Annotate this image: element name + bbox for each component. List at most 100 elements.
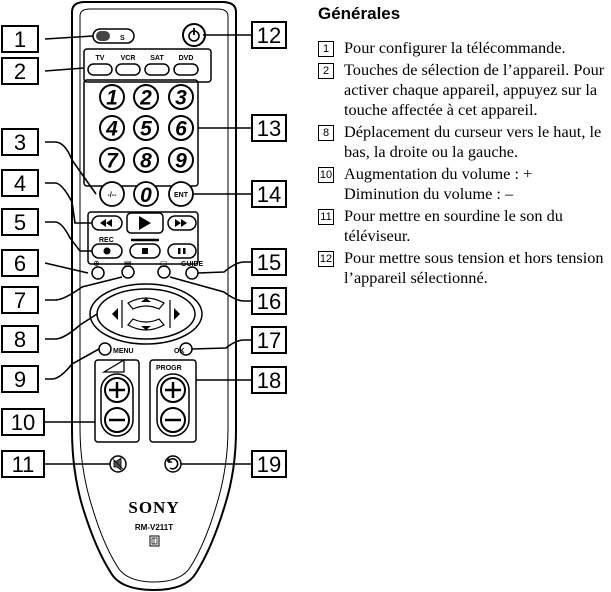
callout-number: 18 bbox=[257, 368, 281, 393]
model-number: RM-V211T bbox=[135, 523, 173, 532]
callout-box-12 bbox=[251, 21, 287, 49]
description-item: 11 Pour mettre en sourdine le son du télé… bbox=[318, 206, 608, 246]
play-icon bbox=[139, 216, 151, 230]
jump-icon bbox=[167, 458, 179, 470]
callout-number: 7 bbox=[14, 288, 26, 313]
digit-button-7[interactable] bbox=[99, 147, 125, 173]
nav-up-button[interactable] bbox=[127, 297, 165, 310]
remote-inner-body bbox=[79, 8, 229, 583]
guide-button[interactable] bbox=[185, 266, 199, 280]
stop-icon bbox=[142, 248, 148, 254]
digit-button-2[interactable] bbox=[133, 84, 159, 110]
digit-label: 3 bbox=[175, 87, 187, 110]
description-text: Pour configurer la télécommande. bbox=[344, 38, 566, 57]
callout-number: 19 bbox=[257, 452, 281, 477]
description-text: Pour mettre sous tension et hors tension… bbox=[344, 248, 604, 287]
nav-pad[interactable] bbox=[96, 288, 196, 340]
digit-button-6[interactable] bbox=[168, 115, 194, 141]
digit-label: 5 bbox=[140, 118, 152, 141]
callout-box-18 bbox=[251, 366, 287, 394]
rec-label: REC bbox=[99, 237, 114, 244]
callout-box-4 bbox=[1, 169, 39, 197]
dash-button[interactable] bbox=[99, 181, 125, 207]
callout-number: 14 bbox=[257, 182, 281, 207]
callout-number: 13 bbox=[257, 116, 281, 141]
digit-button-5[interactable] bbox=[133, 115, 159, 141]
input-button[interactable] bbox=[91, 266, 105, 280]
description-number-box: 2 bbox=[318, 63, 334, 79]
device-button-tv[interactable] bbox=[87, 63, 113, 76]
device-button-sat[interactable] bbox=[144, 63, 170, 76]
teletext-icon: ▤ bbox=[124, 259, 132, 268]
ent-button-label: ENT bbox=[174, 192, 189, 199]
description-number-box: 1 bbox=[318, 41, 334, 57]
device-label-sat: SAT bbox=[150, 55, 164, 62]
digit-label: 2 bbox=[139, 87, 152, 110]
callout-number: 1 bbox=[14, 27, 26, 52]
callout-number: 4 bbox=[14, 171, 26, 196]
digit-button-1[interactable] bbox=[99, 84, 125, 110]
callout-box-10 bbox=[1, 408, 45, 436]
digit-button-8[interactable] bbox=[133, 147, 159, 173]
fastforward-icon bbox=[175, 219, 187, 227]
description-text: Pour mettre en sourdine le son du télévi… bbox=[344, 206, 563, 245]
description-number-box: 12 bbox=[318, 251, 334, 267]
digit-label: 7 bbox=[106, 150, 119, 173]
callout-box-14 bbox=[251, 180, 287, 208]
nav-down-button[interactable] bbox=[127, 318, 165, 331]
callout-number: 6 bbox=[14, 251, 26, 276]
callout-number: 10 bbox=[11, 410, 35, 435]
s-switch-knob bbox=[96, 31, 110, 41]
callout-box-16 bbox=[251, 287, 287, 315]
tv-button[interactable] bbox=[157, 265, 171, 279]
pause-button[interactable] bbox=[167, 243, 197, 259]
callout-box-6 bbox=[1, 249, 39, 277]
digit-label: 8 bbox=[140, 150, 152, 173]
device-button-vcr[interactable] bbox=[115, 63, 141, 76]
transport-frame bbox=[87, 211, 199, 265]
guide-label: GUIDE bbox=[181, 261, 204, 268]
callout-box-8 bbox=[1, 325, 39, 353]
description-number-box: 11 bbox=[318, 209, 334, 225]
callout-box-15 bbox=[251, 248, 287, 276]
pause-icon bbox=[178, 248, 186, 254]
nav-left-icon[interactable] bbox=[112, 308, 118, 320]
teletext-button[interactable] bbox=[121, 265, 135, 279]
mute-icon bbox=[111, 457, 125, 471]
callout-box-2 bbox=[1, 57, 39, 85]
digit-button-4[interactable] bbox=[99, 115, 125, 141]
brand-logo: SONY bbox=[128, 498, 179, 517]
description-number-box: 8 bbox=[318, 125, 334, 141]
description-text: Augmentation du volume : + Diminution du… bbox=[344, 164, 533, 203]
digit-button-9[interactable] bbox=[168, 147, 194, 173]
zero-button[interactable] bbox=[133, 181, 159, 207]
nav-pad-ring bbox=[89, 283, 203, 345]
callout-box-1 bbox=[1, 25, 39, 53]
certification-mark-inner bbox=[151, 537, 158, 545]
digit-button-3[interactable] bbox=[168, 84, 194, 110]
input-icon: ⊕ bbox=[93, 259, 100, 268]
digit-label: 4 bbox=[105, 118, 118, 141]
callout-box-17 bbox=[251, 326, 287, 354]
volume-frame bbox=[94, 359, 140, 443]
callout-box-5 bbox=[1, 208, 39, 236]
callout-number: 9 bbox=[14, 367, 26, 392]
menu-button[interactable] bbox=[98, 342, 112, 356]
device-button-dvd[interactable] bbox=[173, 63, 199, 76]
plus-icon bbox=[109, 382, 125, 398]
callout-number: 8 bbox=[14, 327, 26, 352]
menu-label: MENU bbox=[113, 348, 134, 355]
section-title: Générales bbox=[318, 4, 401, 23]
description-item: 12 Pour mettre sous tension et hors tensi… bbox=[318, 248, 608, 288]
callout-number: 2 bbox=[14, 59, 26, 84]
device-label-vcr: VCR bbox=[121, 55, 136, 62]
device-buttons-frame bbox=[83, 48, 212, 83]
callout-number: 5 bbox=[14, 210, 26, 235]
description-item: 1 Pour configurer la télécommande. bbox=[318, 38, 608, 58]
nav-right-icon[interactable] bbox=[174, 308, 180, 320]
device-label-dvd: DVD bbox=[179, 55, 194, 62]
s-label: S bbox=[120, 35, 125, 42]
